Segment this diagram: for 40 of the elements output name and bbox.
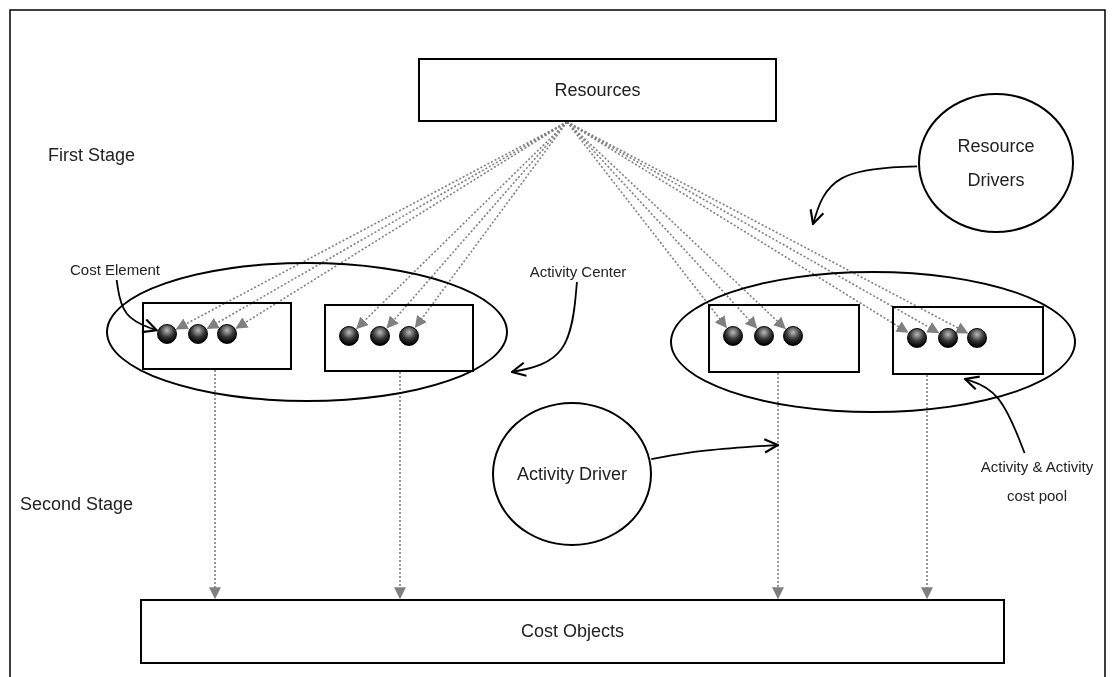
- dot: [723, 326, 743, 346]
- curved-arrow: [650, 438, 780, 461]
- activity-box: [708, 304, 860, 373]
- curved-arrow: [510, 281, 578, 377]
- annotation-text: Cost Element: [50, 256, 180, 280]
- dot: [370, 326, 390, 346]
- curved-arrow: [115, 279, 158, 334]
- process-box: [140, 599, 1005, 664]
- dotted-arrow: [209, 369, 221, 600]
- node-label: Resources: [554, 78, 641, 102]
- activity-box: [142, 302, 292, 370]
- activity-box: [324, 304, 474, 372]
- annotation-text: Activity Center: [508, 258, 648, 282]
- dot: [188, 324, 208, 344]
- stage-label: Second Stage: [20, 494, 134, 515]
- activity-center-ellipse: [670, 271, 1076, 413]
- dotted-arrow: [921, 374, 933, 600]
- dot: [754, 326, 774, 346]
- activity-center-ellipse: [106, 262, 508, 402]
- annotation-text: Activity & Activity cost pool: [966, 453, 1108, 517]
- dot: [907, 328, 927, 348]
- node-label: Cost Objects: [520, 620, 624, 644]
- driver-ellipse: [492, 402, 652, 546]
- process-box: [418, 58, 777, 122]
- curved-arrow: [963, 375, 1026, 454]
- dot: [339, 326, 359, 346]
- driver-ellipse: [918, 93, 1074, 233]
- dot: [399, 326, 419, 346]
- dot: [967, 328, 987, 348]
- stage-label: First Stage: [48, 145, 136, 166]
- node-label: Activity Driver: [516, 462, 628, 486]
- dot: [157, 324, 177, 344]
- dot: [783, 326, 803, 346]
- node-label: Resource Drivers: [956, 134, 1036, 192]
- dotted-arrow: [772, 372, 784, 600]
- curved-arrow: [809, 165, 918, 226]
- dot: [217, 324, 237, 344]
- activity-box: [892, 306, 1044, 375]
- dot: [938, 328, 958, 348]
- dotted-arrow: [394, 371, 406, 600]
